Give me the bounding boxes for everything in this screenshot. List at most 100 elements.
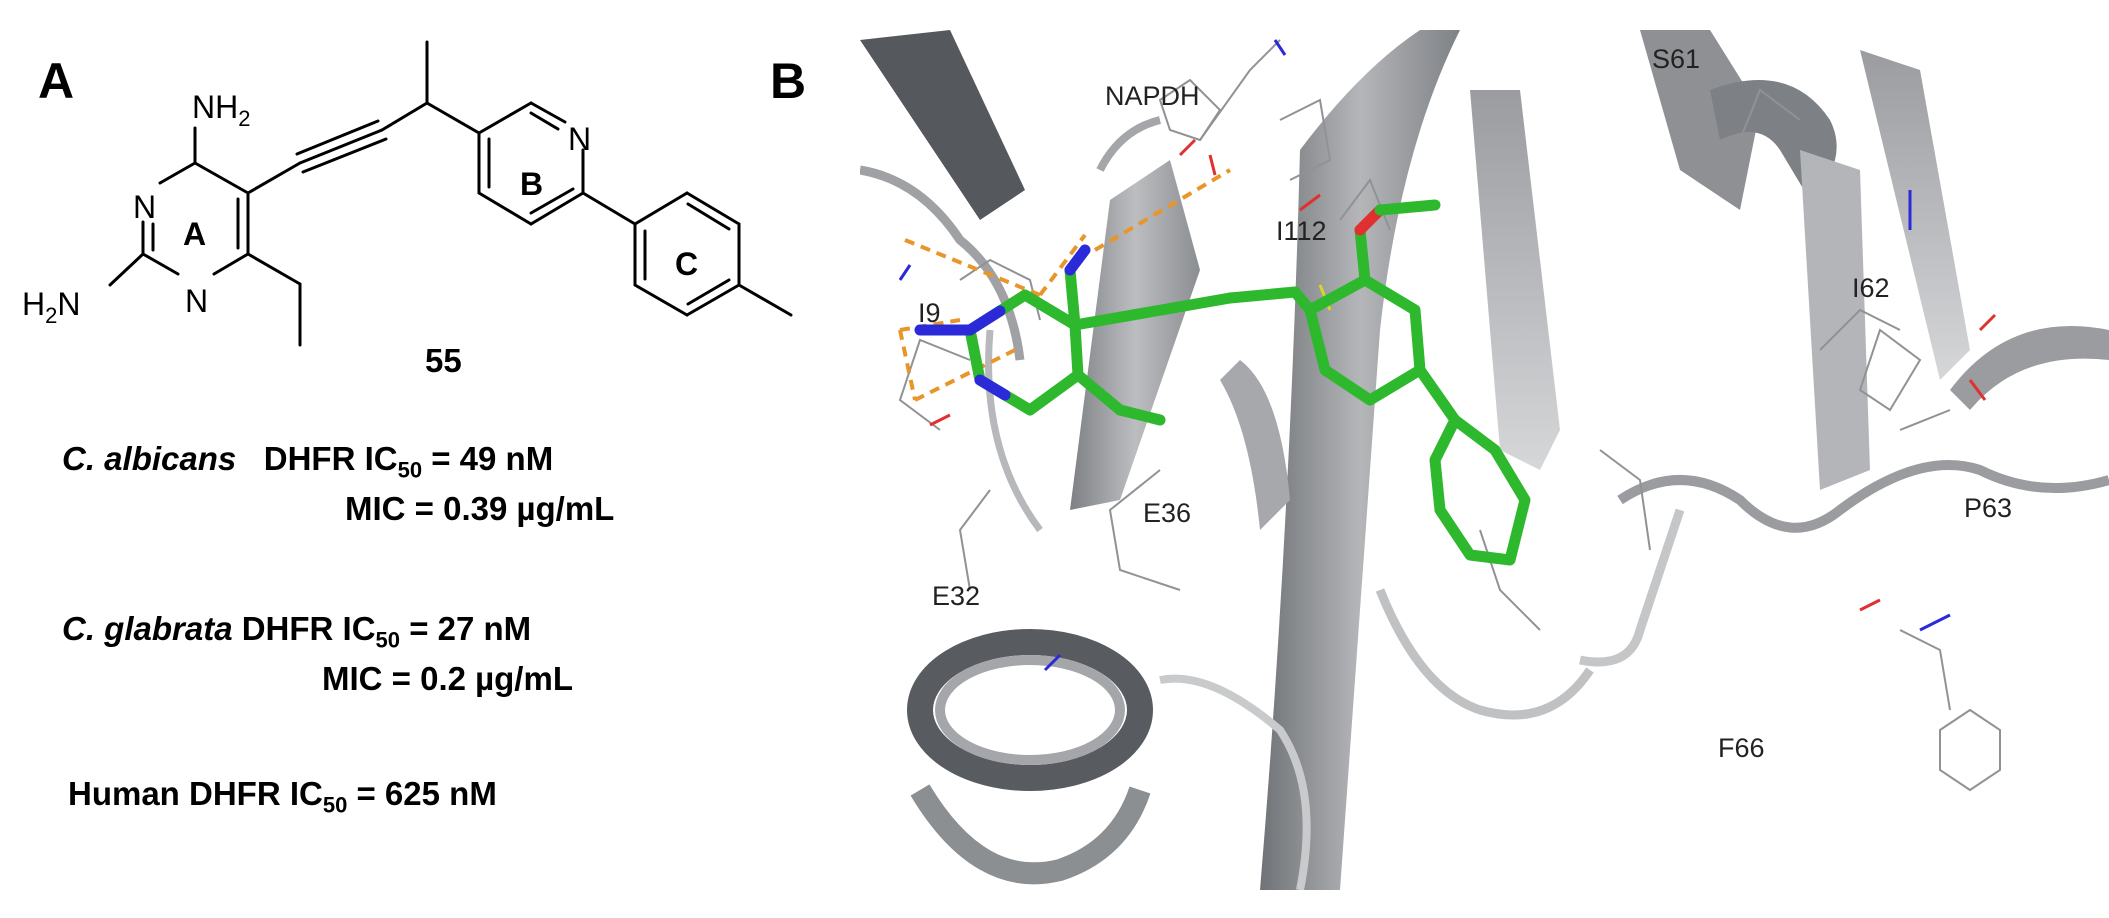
stick <box>958 489 991 591</box>
bond <box>298 128 384 165</box>
bond <box>581 191 637 226</box>
bond <box>477 191 533 226</box>
beta-strand <box>860 30 1025 220</box>
nitrogen-tick <box>1919 613 1951 632</box>
bond <box>380 101 429 132</box>
c-glabrata-ic50-line: C. glabrata DHFR IC50 = 27 nM <box>62 610 532 653</box>
ligand-bond <box>1114 404 1166 426</box>
alpha-helix <box>935 655 1125 765</box>
compound-number: 55 <box>425 342 462 379</box>
bond <box>529 187 575 215</box>
oxygen-tick <box>1299 193 1321 212</box>
residue-label-napdh: NAPDH <box>1105 81 1200 111</box>
bond <box>212 252 250 276</box>
loop <box>1375 588 1594 720</box>
oxygen-tick <box>1968 379 1987 401</box>
ligand-bond <box>1414 364 1461 426</box>
bond <box>425 101 481 135</box>
ligand-n-atom <box>964 305 1006 336</box>
residue-label-e36: E36 <box>1143 498 1191 528</box>
f66-ring <box>1939 708 2001 792</box>
bond <box>633 283 689 317</box>
bond <box>685 283 741 317</box>
helix-segment <box>1640 30 1760 210</box>
docking-pose-render: NAPDH S61 I112 I62 I9 E36 P63 E32 F66 <box>860 30 2109 890</box>
heteroatom-ticks <box>898 39 1997 672</box>
ligand-methyl <box>1374 199 1441 216</box>
loop <box>1579 508 1685 667</box>
ligand-bond <box>1224 286 1301 304</box>
residue-label-e32: E32 <box>932 581 980 611</box>
beta-strand <box>1860 50 1970 380</box>
atom-n1: N <box>133 189 156 225</box>
ring-c-label: C <box>675 246 698 282</box>
ligand-bond <box>1072 369 1126 416</box>
c-albicans-ic50-line: C. albicans DHFR IC50 = 49 nM <box>62 440 554 483</box>
residue-label-p63: P63 <box>1964 493 2012 523</box>
bond <box>737 283 793 317</box>
atom-n3: N <box>185 283 208 319</box>
bond <box>246 161 302 195</box>
residue-label-i9: I9 <box>918 298 941 328</box>
c-glabrata-mic-line: MIC = 0.2 µg/mL <box>322 660 573 697</box>
alpha-helix <box>910 784 1151 885</box>
c-albicans-species: C. albicans <box>62 440 237 477</box>
oxygen-tick <box>929 413 951 427</box>
human-dhfr-line: Human DHFR IC50 = 625 nM <box>68 775 497 818</box>
residue-label-f66: F66 <box>1718 733 1765 763</box>
bond <box>685 191 741 226</box>
beta-strand <box>1470 90 1560 470</box>
panel-a: A <box>0 0 860 918</box>
loop <box>860 165 1025 361</box>
bond <box>158 161 197 185</box>
nitrogen-tick <box>1043 653 1062 672</box>
ligand-alkyne <box>1069 292 1236 331</box>
loop <box>985 329 1043 533</box>
compound-55-structure: NH2 N N H2N N A B C 55 <box>22 40 793 379</box>
residue-label-i62: I62 <box>1852 273 1890 303</box>
beta-strand <box>1260 30 1460 890</box>
loop <box>1159 674 1311 890</box>
loop <box>1096 116 1162 172</box>
ligand-n-atom <box>974 374 1011 401</box>
beta-strand <box>1800 150 1870 490</box>
oxygen-tick <box>1208 154 1217 176</box>
oxygen-tick <box>1978 313 1997 332</box>
bond <box>295 119 380 156</box>
stick <box>1899 629 1951 711</box>
hbond-partial <box>1038 233 1087 297</box>
bond <box>529 111 560 131</box>
bond <box>193 161 250 195</box>
bond <box>246 252 302 286</box>
stick <box>1199 39 1281 141</box>
atom-h2n-left: H2N <box>22 286 80 328</box>
loop <box>1617 460 2109 533</box>
stick <box>1819 308 1901 351</box>
bond <box>686 202 731 231</box>
ring-a-label: A <box>183 216 206 252</box>
oxygen-tick <box>1859 598 1881 612</box>
stick <box>1899 409 1951 431</box>
hydrogen-bonds <box>898 168 1232 402</box>
bond <box>477 101 533 135</box>
ligand-nh2 <box>1064 244 1091 276</box>
stick <box>1108 469 1181 591</box>
ligand-bond <box>1354 224 1371 286</box>
bond <box>141 252 180 276</box>
panel-b-label: B <box>770 53 807 109</box>
beta-strand <box>1070 160 1200 510</box>
bond <box>633 191 689 226</box>
residue-label-i112: I112 <box>1276 216 1327 246</box>
stick <box>1739 88 1801 141</box>
bond <box>529 191 585 226</box>
protein-ribbons <box>860 30 2109 890</box>
bond <box>529 101 567 124</box>
stick <box>1599 449 1651 551</box>
bond <box>108 252 145 287</box>
panel-a-label: A <box>38 53 75 109</box>
oxygen-tick <box>1178 138 1197 157</box>
alpha-helix <box>907 629 1153 791</box>
hbond <box>914 348 1016 402</box>
ring-b-label: B <box>520 166 543 202</box>
atom-nh2-top: NH2 <box>192 89 250 131</box>
